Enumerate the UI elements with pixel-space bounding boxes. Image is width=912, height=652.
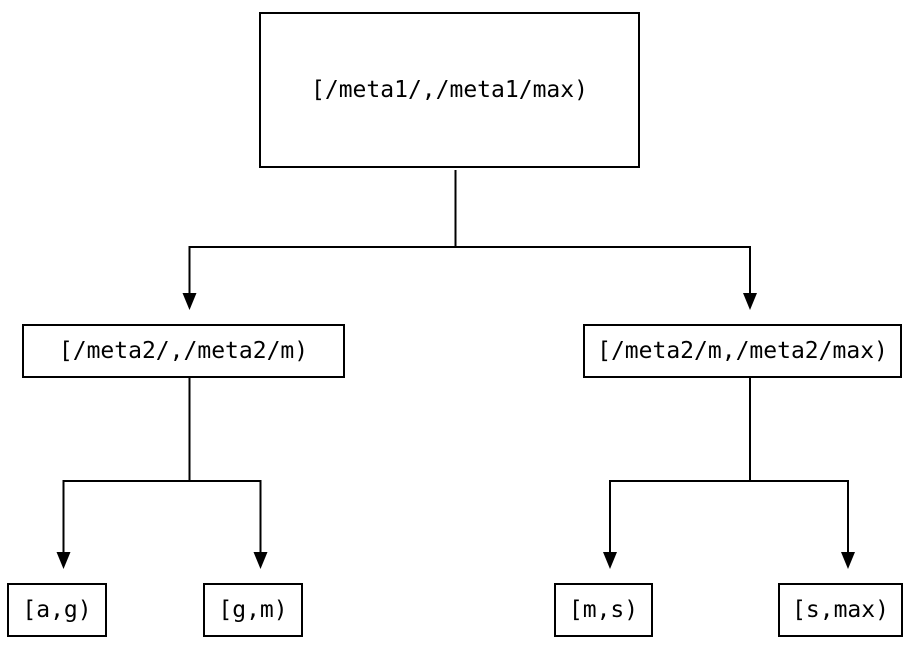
edge-meta2-high-to-leaf-ms: [603, 378, 751, 569]
node-meta2-high-label: [/meta2/m,/meta2/max): [597, 337, 888, 364]
node-leaf-a-g: [a,g): [7, 583, 107, 637]
arrowhead-down-icon: [841, 552, 855, 569]
node-leaf-m-s: [m,s): [554, 583, 653, 637]
edge-root-to-meta2-high: [455, 246, 757, 310]
arrowhead-down-icon: [56, 552, 71, 569]
node-leaf-s-max: [s,max): [778, 583, 903, 637]
arrowhead-down-icon: [743, 293, 757, 310]
node-meta2-high: [/meta2/m,/meta2/max): [583, 324, 902, 378]
arrowhead-down-icon: [253, 552, 268, 569]
arrowhead-down-icon: [603, 552, 617, 569]
node-leaf-g-m-label: [g,m): [218, 596, 288, 623]
node-leaf-s-max-label: [s,max): [792, 596, 889, 623]
edge-meta2-high-to-leaf-smax: [750, 480, 855, 569]
edge-meta2-low-to-leaf-gm: [189, 480, 268, 569]
edge-meta2-low-to-leaf-ag: [56, 378, 191, 569]
edge-root-to-meta2-low: [182, 170, 457, 310]
node-root: [/meta1/,/meta1/max): [259, 12, 640, 168]
node-root-label: [/meta1/,/meta1/max): [311, 76, 588, 103]
arrowhead-down-icon: [182, 293, 197, 310]
node-meta2-low: [/meta2/,/meta2/m): [22, 324, 345, 378]
node-meta2-low-label: [/meta2/,/meta2/m): [58, 337, 309, 364]
node-leaf-g-m: [g,m): [203, 583, 303, 637]
node-leaf-a-g-label: [a,g): [22, 596, 92, 623]
node-leaf-m-s-label: [m,s): [568, 596, 639, 623]
